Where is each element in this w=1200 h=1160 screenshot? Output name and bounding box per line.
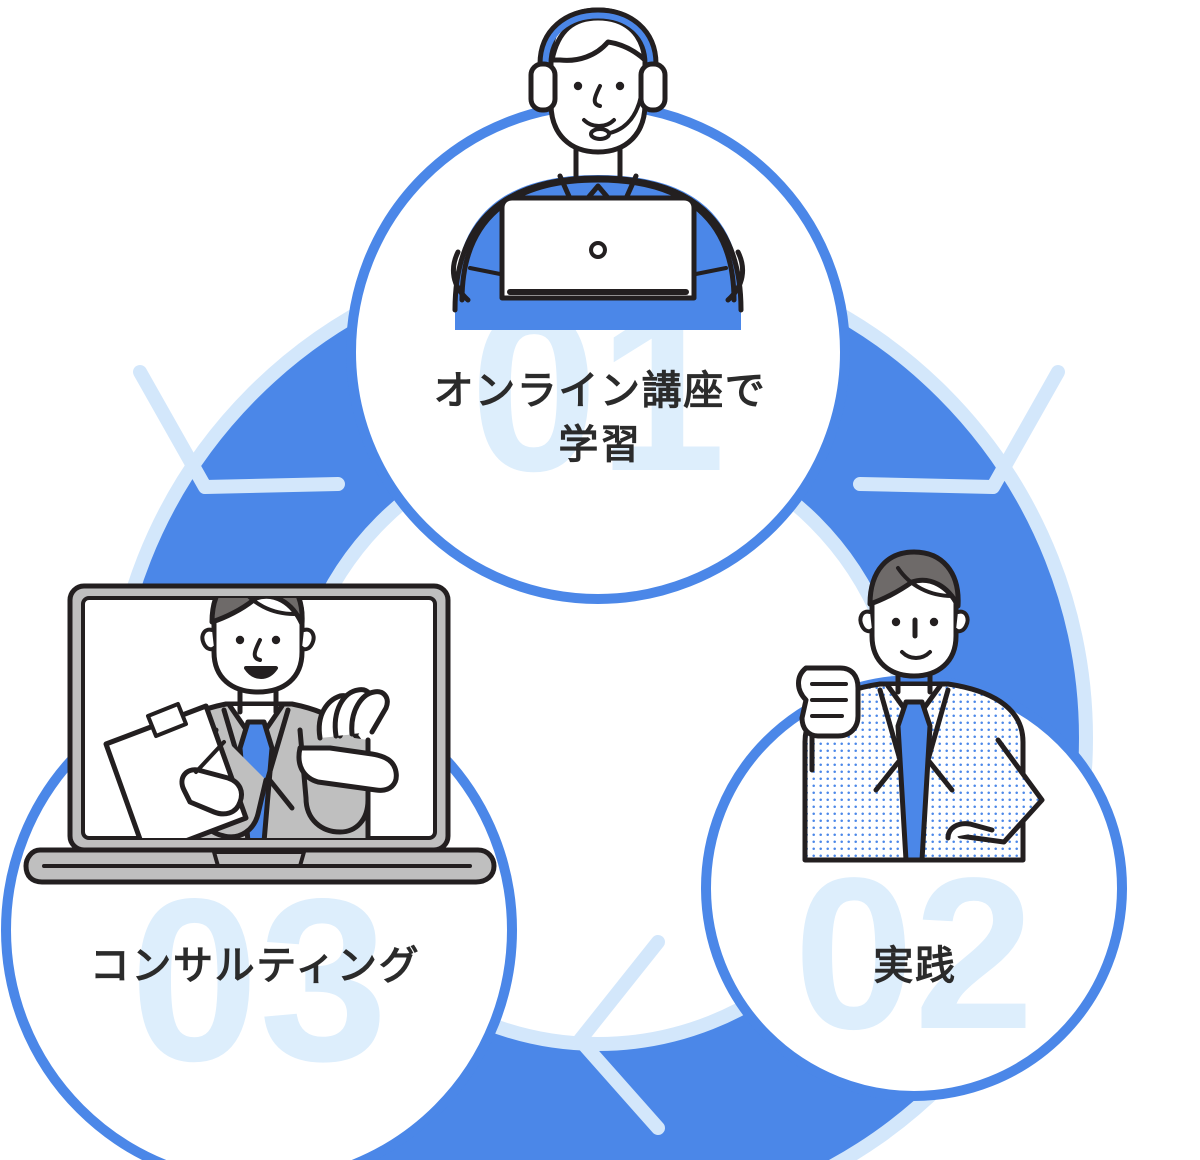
- ring-arrow-bottom: [573, 935, 665, 1135]
- step-03-watermark-number: 03: [130, 851, 388, 1110]
- ring-arrow-upper-left: [133, 365, 345, 494]
- person-headset-laptop-icon: [450, 7, 746, 330]
- step-circle-02[interactable]: 02: [701, 549, 1127, 1101]
- consultant-in-laptop-icon: [23, 583, 497, 885]
- step-circle-03[interactable]: 03: [1, 570, 517, 1160]
- ring-arrow-upper-right: [853, 365, 1065, 494]
- step-02-watermark-number: 02: [794, 832, 1034, 1074]
- step-circle-01[interactable]: 01: [346, 7, 850, 604]
- businessman-fist-raised-icon: [796, 549, 1045, 863]
